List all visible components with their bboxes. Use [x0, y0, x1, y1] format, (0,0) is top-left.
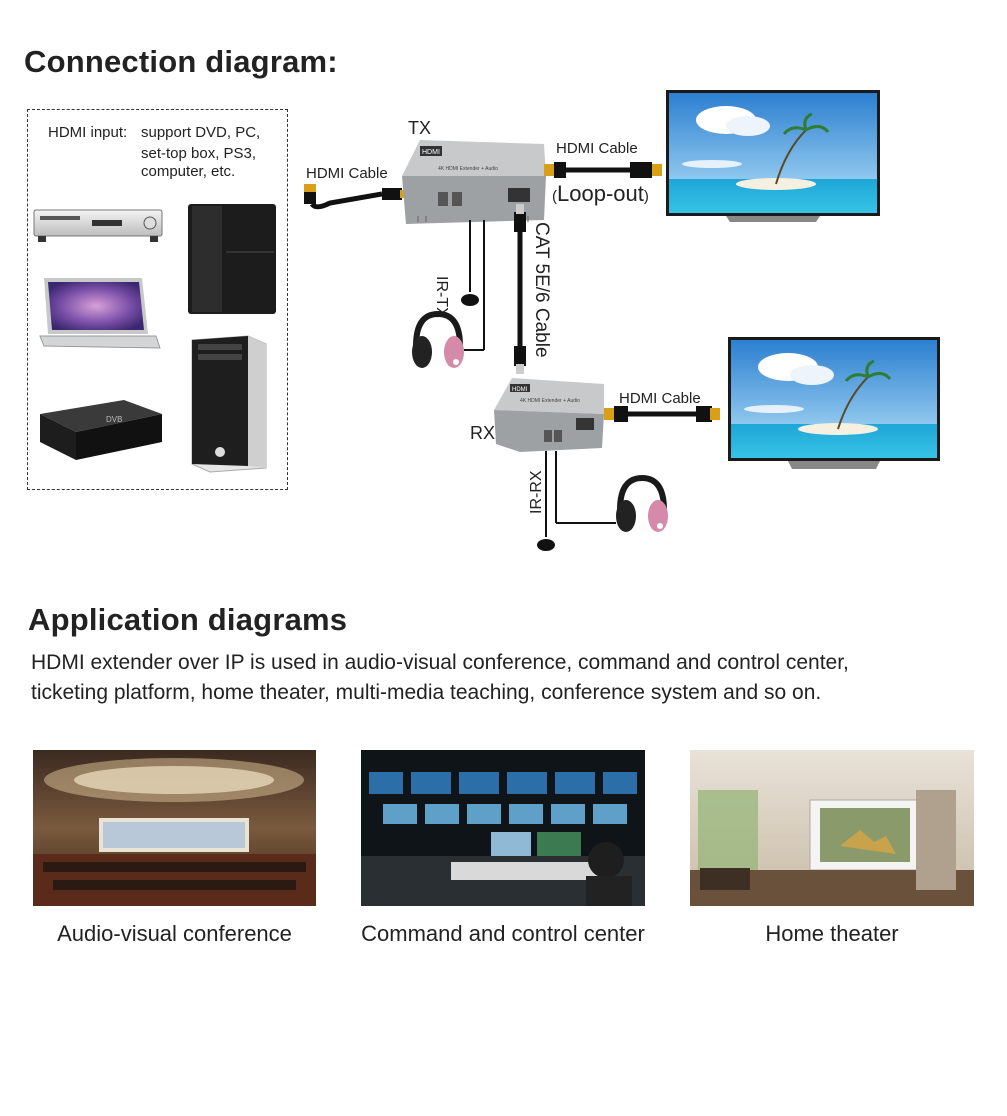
computer-tower-icon	[191, 335, 267, 473]
home-theater-image	[690, 750, 974, 906]
tv-loop-out	[666, 90, 880, 222]
tv-rx-output	[728, 337, 940, 469]
loop-out-label: (Loop-out)	[552, 181, 649, 206]
hdmi-cable-output-label: HDMI Cable	[619, 390, 701, 407]
rx-device-badge: HDMI	[512, 387, 528, 393]
hdmi-cable-output	[604, 406, 720, 422]
application-description-line1: HDMI extender over IP is used in audio-v…	[31, 651, 849, 674]
rx-extender-device: HDMI 4K HDMI Extender + Audio	[494, 378, 604, 452]
tx-device-text: 4K HDMI Extender + Audio	[438, 166, 498, 172]
rx-label: RX	[470, 423, 496, 443]
dvd-player-icon	[33, 209, 163, 242]
hdmi-cable-loop	[544, 162, 662, 178]
hdmi-input-desc-line2: set-top box, PS3,	[141, 145, 257, 162]
home-theater-caption: Home theater	[765, 921, 899, 946]
tx-extender-device: HDMI 4K HDMI Extender + Audio	[402, 140, 546, 224]
loop-out-text: Loop-out	[557, 181, 644, 206]
hdmi-cable-input	[304, 184, 406, 210]
application-description-line2: ticketing platform, home theater, multi-…	[31, 681, 822, 704]
set-top-box-icon: DVB	[40, 400, 162, 460]
cat-cable	[514, 204, 526, 374]
svg-text:DVB: DVB	[106, 415, 122, 424]
hdmi-input-label: HDMI input:	[48, 124, 128, 141]
connection-title: Connection diagram:	[24, 44, 338, 79]
headphone-tx-icon	[412, 310, 464, 368]
ir-rx-cables	[537, 451, 616, 551]
audio-visual-conference-image	[33, 750, 316, 906]
tx-device-badge: HDMI	[422, 149, 440, 156]
tx-label: TX	[408, 118, 432, 138]
audio-visual-conference-caption: Audio-visual conference	[57, 921, 292, 946]
application-description: HDMI extender over IP is used in audio-v…	[31, 648, 991, 708]
rx-device-text: 4K HDMI Extender + Audio	[520, 398, 580, 404]
command-control-center-image	[361, 750, 645, 906]
headphone-rx-icon	[616, 474, 668, 532]
ir-tx-cables	[461, 220, 485, 351]
hdmi-cable-loop-label: HDMI Cable	[556, 140, 638, 157]
command-control-center-caption: Command and control center	[361, 921, 645, 946]
application-title: Application diagrams	[28, 602, 348, 637]
hdmi-cable-input-label: HDMI Cable	[306, 165, 388, 182]
laptop-icon	[39, 278, 161, 349]
source-devices-box	[27, 109, 288, 490]
ps3-console-icon	[188, 204, 276, 314]
cat-cable-label: CAT 5E/6 Cable	[531, 222, 552, 358]
hdmi-input-desc-line3: computer, etc.	[141, 163, 236, 180]
hdmi-input-desc-line1: support DVD, PC,	[141, 124, 261, 141]
